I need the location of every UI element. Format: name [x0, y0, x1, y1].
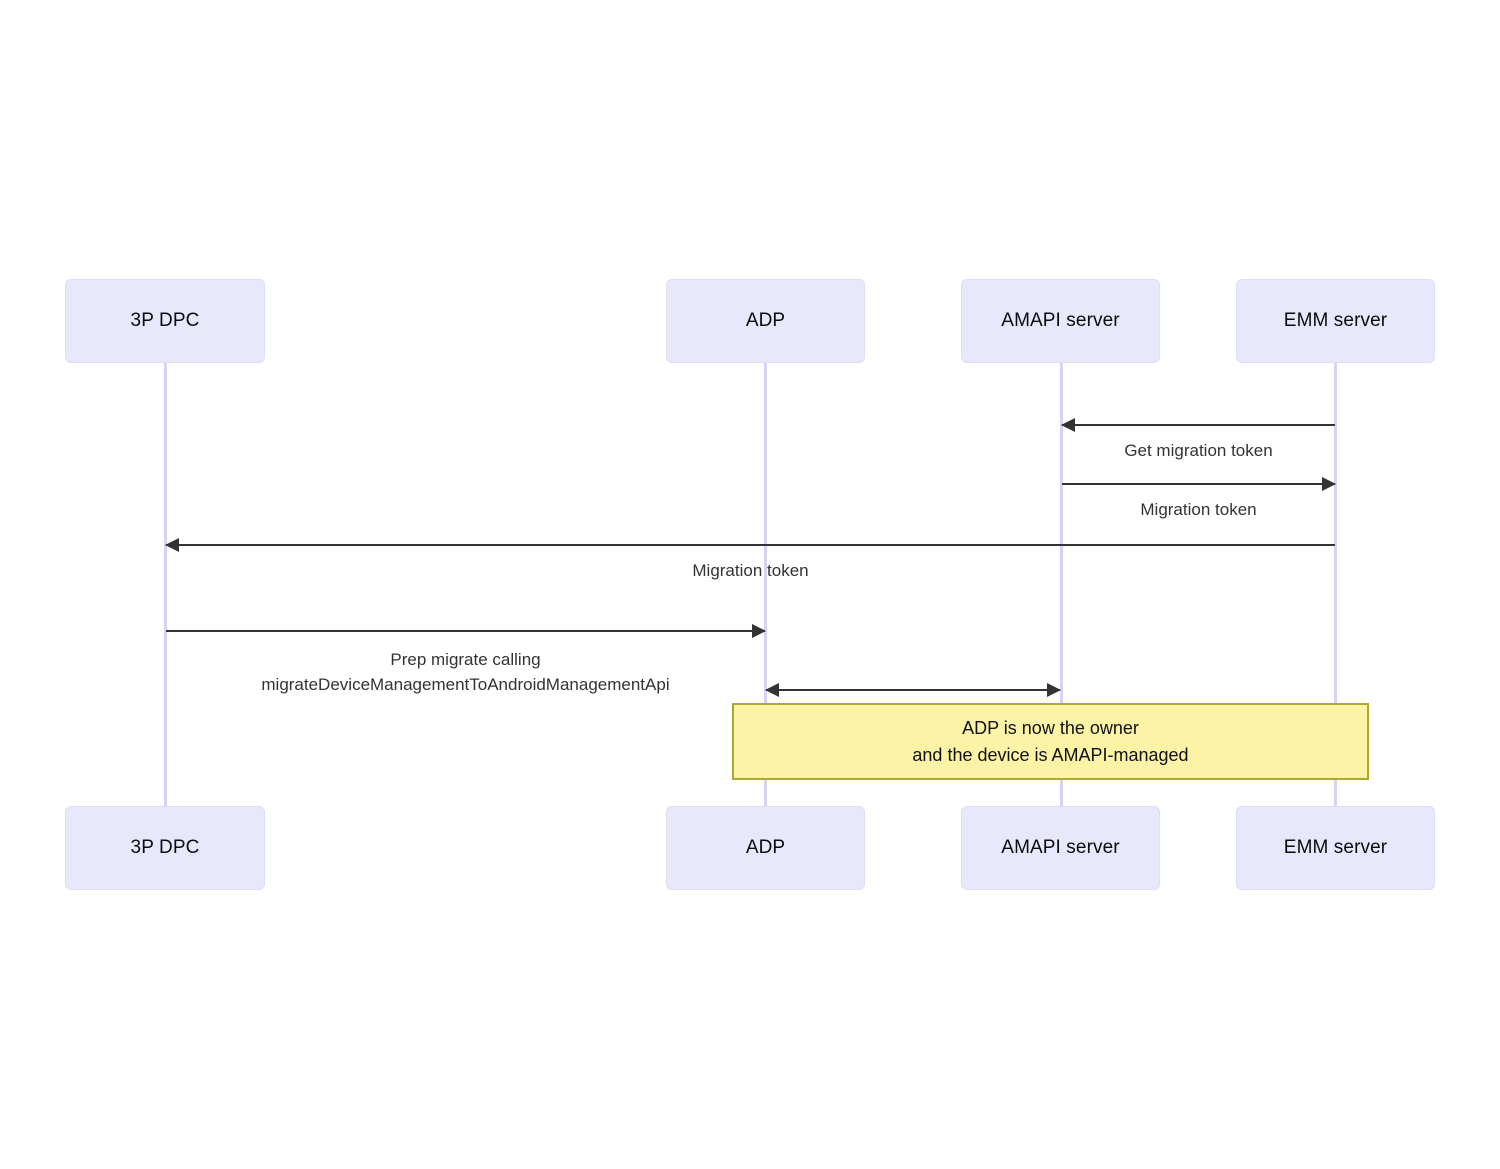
participant-label-adp-bottom: ADP — [745, 837, 786, 858]
message-line — [166, 630, 765, 632]
arrowhead-left-icon — [165, 538, 179, 552]
participant-bottom-amapi-server[interactable]: AMAPI server — [961, 806, 1160, 890]
lifeline-3p-dpc — [164, 363, 167, 806]
arrowhead-right-icon — [1322, 477, 1336, 491]
participant-top-adp[interactable]: ADP — [666, 279, 865, 363]
arrowhead-left-icon — [765, 683, 779, 697]
participant-label-amapi-server: AMAPI server — [1001, 310, 1120, 331]
message-migration-token-amapi-to-emm: Migration token — [1062, 477, 1336, 529]
participant-bottom-3p-dpc[interactable]: 3P DPC — [65, 806, 265, 890]
message-line — [166, 544, 1335, 546]
message-label: Prep migrate calling migrateDeviceManage… — [261, 650, 670, 694]
participant-label-emm-server: EMM server — [1283, 310, 1388, 331]
message-get-migration-token: Get migration token — [1061, 418, 1335, 470]
message-label: Get migration token — [1124, 441, 1273, 460]
participant-bottom-emm-server[interactable]: EMM server — [1236, 806, 1435, 890]
lifeline-amapi — [1060, 363, 1063, 806]
message-prep-migrate: Prep migrate calling migrateDeviceManage… — [166, 624, 766, 702]
participant-label-amapi-server-bottom: AMAPI server — [1001, 837, 1120, 858]
message-migration-token-emm-to-dpc: Migration token — [165, 538, 1335, 590]
participant-label-emm-server-bottom: EMM server — [1283, 837, 1388, 858]
note-adp-is-owner: ADP is now the owner and the device is A… — [732, 703, 1369, 780]
lifeline-adp — [764, 363, 767, 806]
message-label: Migration token — [692, 561, 809, 580]
message-line — [766, 689, 1060, 691]
lifeline-emm — [1334, 363, 1337, 806]
arrowhead-right-icon — [752, 624, 766, 638]
note-text: ADP is now the owner and the device is A… — [912, 717, 1189, 765]
participant-label-3p-dpc: 3P DPC — [130, 310, 200, 331]
message-line — [1062, 424, 1335, 426]
participant-top-3p-dpc[interactable]: 3P DPC — [65, 279, 265, 363]
participant-bottom-adp[interactable]: ADP — [666, 806, 865, 890]
participant-top-emm-server[interactable]: EMM server — [1236, 279, 1435, 363]
arrowhead-left-icon — [1061, 418, 1075, 432]
message-label: Migration token — [1140, 500, 1257, 519]
arrowhead-right-icon — [1047, 683, 1061, 697]
participant-top-amapi-server[interactable]: AMAPI server — [961, 279, 1160, 363]
participant-label-3p-dpc-bottom: 3P DPC — [130, 837, 200, 858]
message-line — [1062, 483, 1335, 485]
participant-label-adp: ADP — [745, 310, 786, 331]
